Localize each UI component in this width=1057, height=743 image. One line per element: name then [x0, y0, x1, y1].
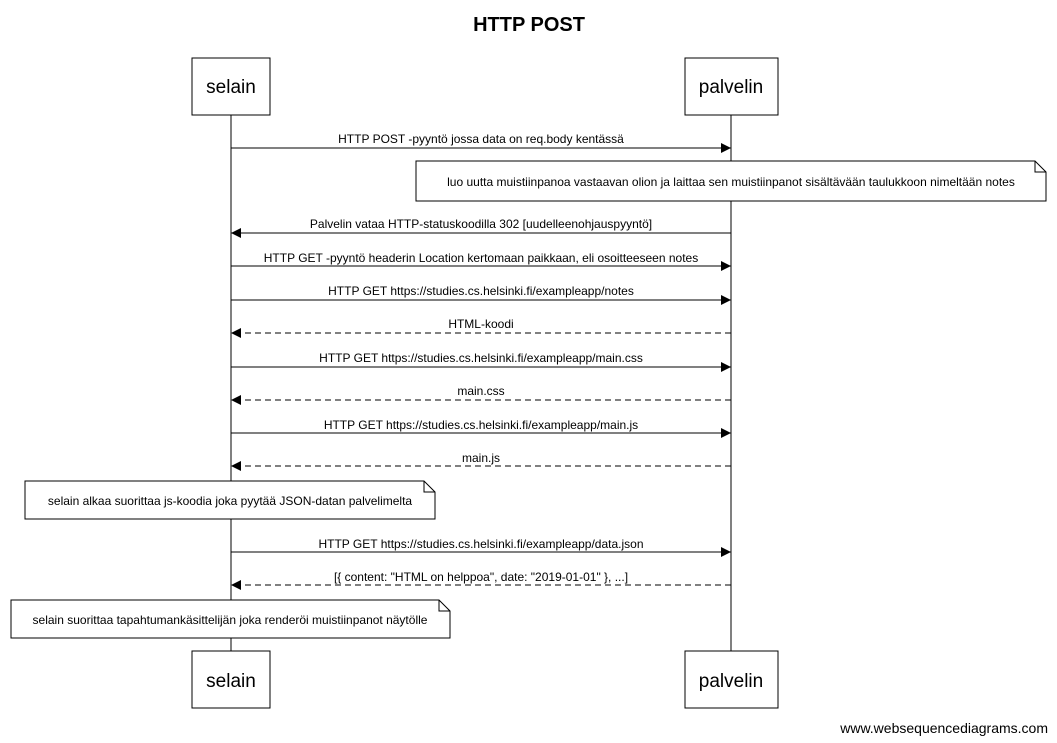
participant-selain-top: selain: [191, 57, 271, 116]
message-get-css: HTTP GET https://studies.cs.helsinki.fi/…: [231, 351, 731, 372]
note-label: selain suorittaa tapahtumankäsittelijän …: [33, 613, 428, 627]
message-http-post: HTTP POST -pyyntö jossa data on req.body…: [231, 132, 731, 153]
message-html-response: HTML-koodi: [231, 317, 731, 338]
note-js-execution: selain alkaa suorittaa js-koodia joka py…: [24, 480, 436, 520]
note-label: selain alkaa suorittaa js-koodia joka py…: [48, 494, 413, 508]
message-js-response: main.js: [231, 451, 731, 471]
message-label: Palvelin vataa HTTP-statuskoodilla 302 […: [310, 217, 652, 231]
message-label: HTTP GET https://studies.cs.helsinki.fi/…: [319, 351, 643, 365]
message-css-response: main.css: [231, 384, 731, 405]
diagram-title: HTTP POST: [473, 14, 585, 36]
message-get-data-json: HTTP GET https://studies.cs.helsinki.fi/…: [231, 537, 731, 557]
note-label: luo uutta muistiinpanoa vastaavan olion …: [447, 175, 1015, 189]
note-create-note: luo uutta muistiinpanoa vastaavan olion …: [415, 160, 1047, 202]
participant-palvelin-bottom: palvelin: [684, 650, 779, 709]
message-json-response: [{ content: "HTML on helppoa", date: "20…: [231, 570, 731, 590]
participant-label: selain: [206, 671, 256, 692]
watermark: www.websequencediagrams.com: [839, 720, 1048, 736]
message-label: main.css: [457, 384, 504, 398]
participant-label: palvelin: [699, 77, 763, 98]
message-redirect-302: Palvelin vataa HTTP-statuskoodilla 302 […: [231, 217, 731, 238]
message-label: HTTP GET https://studies.cs.helsinki.fi/…: [328, 284, 634, 298]
message-label: HTTP POST -pyyntö jossa data on req.body…: [338, 132, 624, 146]
message-label: HTML-koodi: [448, 317, 513, 331]
message-get-js: HTTP GET https://studies.cs.helsinki.fi/…: [231, 418, 731, 438]
note-render-notes: selain suorittaa tapahtumankäsittelijän …: [10, 599, 451, 639]
message-label: [{ content: "HTML on helppoa", date: "20…: [334, 570, 628, 584]
message-label: HTTP GET -pyyntö headerin Location kerto…: [264, 251, 698, 265]
participant-label: selain: [206, 77, 256, 98]
message-get-location: HTTP GET -pyyntö headerin Location kerto…: [231, 251, 731, 271]
message-get-notes: HTTP GET https://studies.cs.helsinki.fi/…: [231, 284, 731, 305]
message-label: HTTP GET https://studies.cs.helsinki.fi/…: [318, 537, 643, 551]
message-label: HTTP GET https://studies.cs.helsinki.fi/…: [324, 418, 638, 432]
message-label: main.js: [462, 451, 500, 465]
participant-selain-bottom: selain: [191, 650, 271, 709]
participant-palvelin-top: palvelin: [684, 57, 779, 116]
participant-label: palvelin: [699, 671, 763, 692]
